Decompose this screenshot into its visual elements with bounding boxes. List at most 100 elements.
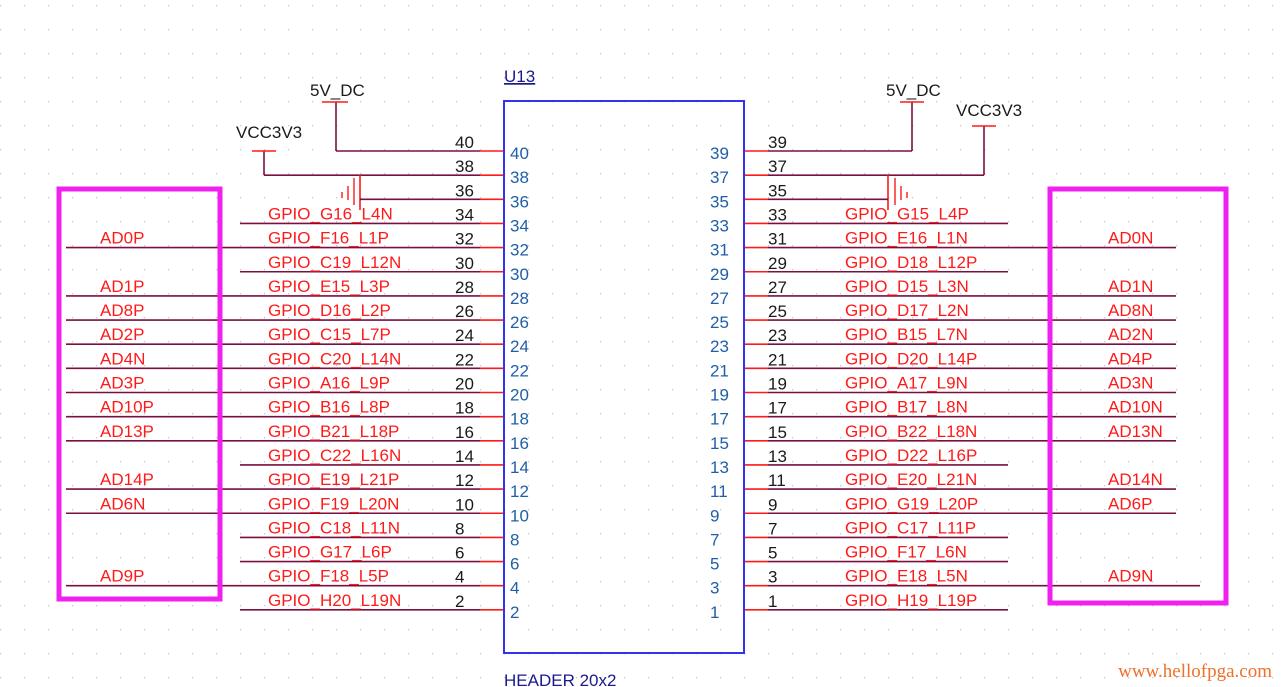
grid-dot [648,413,650,415]
grid-dot [408,485,410,487]
grid-dot [960,269,962,271]
grid-dot [192,125,194,127]
grid-dot [336,605,338,607]
grid-dot [768,125,770,127]
grid-dot [816,413,818,415]
grid-dot [1104,677,1106,679]
grid-dot [1008,509,1010,511]
grid-dot [1080,413,1082,415]
grid-dot [552,341,554,343]
grid-dot [1080,269,1082,271]
grid-dot [120,149,122,151]
grid-dot [816,605,818,607]
grid-dot [1008,485,1010,487]
grid-dot [1128,269,1130,271]
grid-dot [816,365,818,367]
grid-dot [96,461,98,463]
grid-dot [120,269,122,271]
grid-dot [408,5,410,7]
grid-dot [96,533,98,535]
grid-dot [456,269,458,271]
adc-label: AD13N [1108,422,1163,441]
grid-dot [48,677,50,679]
grid-dot [1200,437,1202,439]
pin-number-inner: 33 [710,216,729,235]
grid-dot [1200,653,1202,655]
grid-dot [120,653,122,655]
wires [66,101,1200,611]
grid-dot [432,77,434,79]
grid-dot [912,533,914,535]
grid-dot [168,485,170,487]
grid-dot [144,389,146,391]
grid-dot [72,557,74,559]
grid-dot [936,533,938,535]
grid-dot [1056,437,1058,439]
grid-dot [288,629,290,631]
header-body[interactable] [503,100,745,654]
grid-dot [312,461,314,463]
grid-dot [432,173,434,175]
grid-dot [72,149,74,151]
grid-dot [1056,5,1058,7]
grid-dot [0,461,2,463]
grid-dot [552,269,554,271]
grid-dot [1128,245,1130,247]
grid-dot [192,629,194,631]
grid-dot [1248,653,1250,655]
grid-dot [456,125,458,127]
grid-dot [120,509,122,511]
grid-dot [888,581,890,583]
grid-dot [768,485,770,487]
grid-dot [1080,149,1082,151]
grid-dot [600,125,602,127]
grid-dot [888,629,890,631]
grid-dot [1056,581,1058,583]
grid-dot [912,5,914,7]
grid-dot [1176,629,1178,631]
grid-dot [576,509,578,511]
grid-dot [1008,269,1010,271]
grid-dot [840,149,842,151]
grid-dot [312,629,314,631]
grid-dot [456,485,458,487]
grid-dot [360,509,362,511]
net-label: GPIO_A16_L9P [268,374,390,393]
grid-dot [720,5,722,7]
grid-dot [96,557,98,559]
grid-dot [1176,269,1178,271]
grid-dot [888,437,890,439]
grid-dot [1104,653,1106,655]
grid-dot [240,677,242,679]
pin-number-outer: 17 [768,399,787,418]
grid-dot [264,605,266,607]
grid-dot [696,437,698,439]
grid-dot [432,341,434,343]
grid-dot [816,149,818,151]
grid-dot [576,389,578,391]
grid-dot [1080,341,1082,343]
grid-dot [384,77,386,79]
net-label: GPIO_G16_L4N [268,204,393,223]
grid-dot [408,533,410,535]
pin-number-inner: 10 [510,506,529,525]
grid-dot [624,341,626,343]
grid-dot [1152,461,1154,463]
pin-number-inner: 23 [710,337,729,356]
grid-dot [936,413,938,415]
grid-dot [1056,173,1058,175]
grid-dot [1272,245,1274,247]
pin-number-outer: 4 [455,568,464,587]
grid-dot [192,485,194,487]
grid-dot [648,149,650,151]
grid-dot [600,413,602,415]
grid-dot [336,581,338,583]
grid-dot [432,245,434,247]
grid-dot [384,605,386,607]
pin-number-outer: 18 [455,399,474,418]
grid-dot [672,125,674,127]
grid-dot [552,5,554,7]
pin-number-outer: 31 [768,230,787,249]
grid-dot [552,437,554,439]
grid-dot [696,173,698,175]
